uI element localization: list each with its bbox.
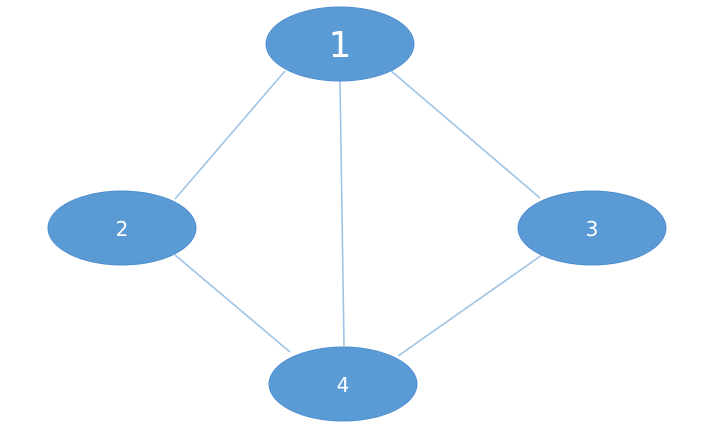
edges: [174, 69, 543, 357]
node-3: 3: [517, 190, 667, 266]
node-4-shape: [268, 346, 418, 422]
node-4-label: 4: [337, 373, 350, 397]
edge-3-4: [397, 254, 543, 357]
edge-1-2: [174, 70, 286, 200]
edge-1-3: [389, 69, 541, 199]
edge-2-4: [174, 254, 291, 353]
node-3-shape: [517, 190, 667, 266]
edge-1-4: [339, 79, 345, 347]
node-1: 1: [265, 6, 415, 82]
node-4: 4: [268, 346, 418, 422]
node-1-shape: [265, 6, 415, 82]
node-2-label: 2: [116, 217, 129, 241]
node-2: 2: [47, 190, 197, 266]
node-2-shape: [47, 190, 197, 266]
node-1-label: 1: [329, 25, 352, 66]
node-3-label: 3: [586, 217, 599, 241]
